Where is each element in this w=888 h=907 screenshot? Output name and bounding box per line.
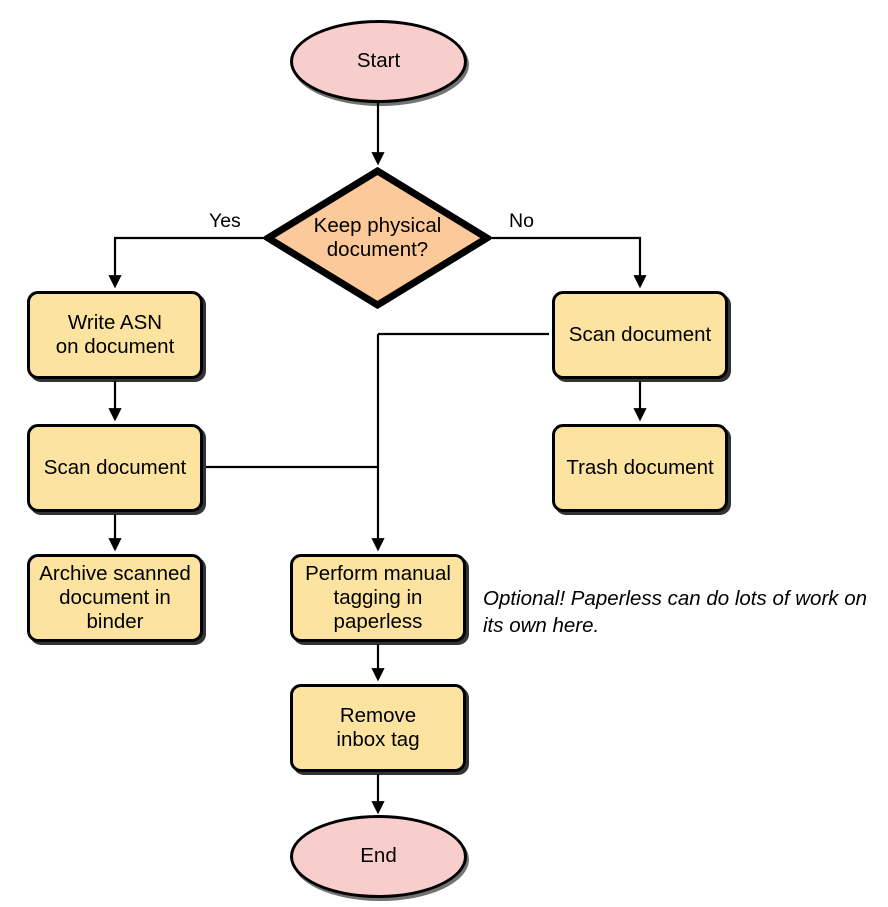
- node-archive-label: Archive scanned document in binder: [39, 561, 191, 634]
- node-write-asn-on-document[interactable]: Write ASN on document: [27, 291, 203, 379]
- node-scan-document-left-label: Scan document: [43, 455, 187, 479]
- edge-label-yes: Yes: [209, 210, 241, 232]
- node-scan-document-left[interactable]: Scan document: [27, 424, 203, 512]
- node-start[interactable]: Start: [290, 20, 467, 103]
- node-write-asn-label: Write ASN on document: [55, 310, 175, 358]
- annotation-optional-note: Optional! Paperless can do lots of work …: [483, 587, 868, 638]
- node-end[interactable]: End: [290, 815, 467, 898]
- node-decision-label: Keep physical document?: [313, 213, 442, 261]
- node-end-label: End: [360, 844, 397, 868]
- node-archive-scanned-document-in-binder[interactable]: Archive scanned document in binder: [27, 554, 203, 642]
- node-trash-document[interactable]: Trash document: [552, 424, 728, 512]
- node-scan-document-right-label: Scan document: [568, 322, 712, 346]
- node-remove-inbox-tag-label: Remove inbox tag: [336, 703, 420, 751]
- node-scan-document-right[interactable]: Scan document: [552, 291, 728, 379]
- edge-label-no: No: [509, 210, 534, 232]
- node-manual-tagging-label: Perform manual tagging in paperless: [305, 561, 451, 634]
- node-start-label: Start: [356, 49, 401, 73]
- node-decision-keep-physical-document[interactable]: Keep physical document?: [264, 167, 491, 309]
- diamond-shape: [264, 167, 491, 309]
- node-perform-manual-tagging-in-paperless[interactable]: Perform manual tagging in paperless: [290, 554, 466, 642]
- node-remove-inbox-tag[interactable]: Remove inbox tag: [290, 684, 466, 772]
- node-trash-document-label: Trash document: [566, 455, 714, 479]
